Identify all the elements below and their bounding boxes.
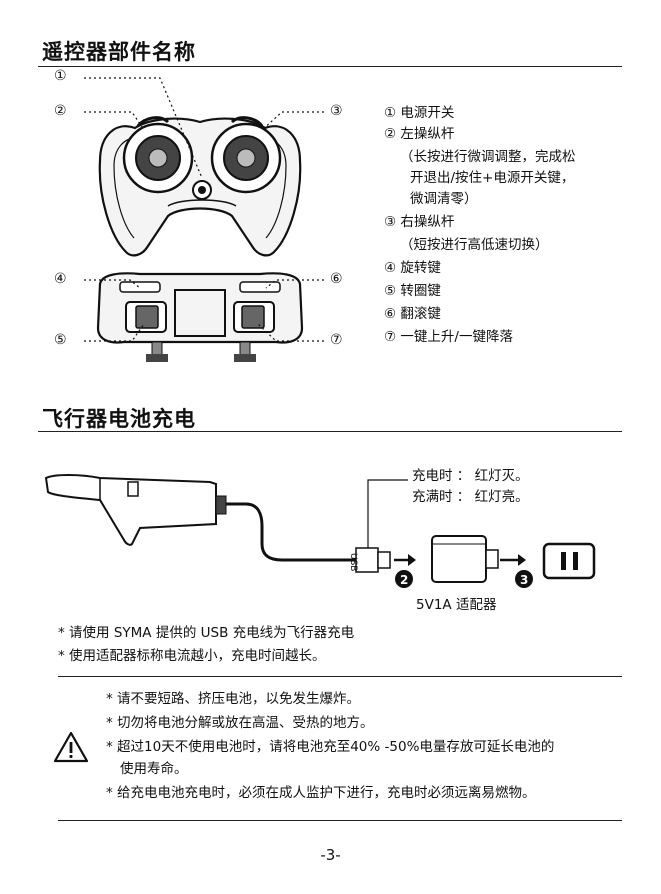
section-title-battery-charging: 飞行器电池充电 [42,407,196,431]
charging-note-2: * 使用适配器标称电流越小，充电时间越长。 [58,648,326,664]
adapter-drawing [431,535,487,583]
part-circle-key: ⑤ 转圈键 [384,283,441,299]
charging-figure [44,474,596,588]
usb-plug-drawing [355,547,379,573]
callout-2: ② [54,103,67,119]
callout-6: ⑥ [330,271,343,287]
callout-3: ③ [330,103,343,119]
part-left-stick-desc-3: 微调清零） [410,191,478,207]
section-divider [38,66,622,67]
warning-line-1: * 请不要短路、挤压电池，以免发生爆炸。 [106,691,361,707]
callout-7: ⑦ [330,332,343,348]
part-left-stick-desc-2: 开退出/按住+电源开关键， [410,170,575,186]
controller-figure [84,77,324,362]
wall-socket-icon [542,542,596,580]
warning-triangle-icon [53,731,89,763]
section-divider [58,676,622,677]
adapter-label: 5V1A 适配器 [416,597,497,613]
step-2-badge [395,570,413,588]
part-left-stick-desc-1: （长按进行微调调整，完成松 [400,149,576,165]
section-title-controller-parts: 遥控器部件名称 [42,40,196,64]
battery-drawing [44,474,217,546]
part-flip-key: ⑥ 翻滚键 [384,306,441,322]
status-full: 充满时 ： 红灯亮。 [412,489,529,505]
callout-1: ① [54,68,67,84]
part-right-stick: ③ 右操纵杆 [384,214,455,230]
step-3-label: 3 [520,573,529,587]
part-power-switch: ① 电源开关 [384,105,455,121]
step-3-badge [515,570,533,588]
callout-4: ④ [54,271,67,287]
warning-line-2: * 切勿将电池分解或放在高温、受热的地方。 [106,715,374,731]
part-takeoff-landing-key: ⑦ 一键上升/一键降落 [384,329,513,345]
warning-line-4: * 给充电电池充电时，必须在成人监护下进行，充电时必须远离易燃物。 [106,785,536,801]
part-left-stick: ② 左操纵杆 [384,126,455,142]
part-rotate-key: ④ 旋转键 [384,260,441,276]
step-2-label: 2 [400,573,409,587]
status-charging: 充电时 ： 红灯灭。 [412,468,529,484]
page-number: -3- [320,846,341,864]
usb-label: USB [348,553,358,572]
charging-note-1: * 请使用 SYMA 提供的 USB 充电线为飞行器充电 [58,625,355,641]
warning-line-3: * 超过10天不使用电池时，请将电池充至40% -50%电量存放可延长电池的 [106,739,555,755]
callout-5: ⑤ [54,332,67,348]
section-divider [58,820,622,821]
section-divider [38,431,622,432]
part-right-stick-desc: （短按进行高低速切换） [400,237,549,253]
warning-line-3-cont: 使用寿命。 [120,761,188,777]
